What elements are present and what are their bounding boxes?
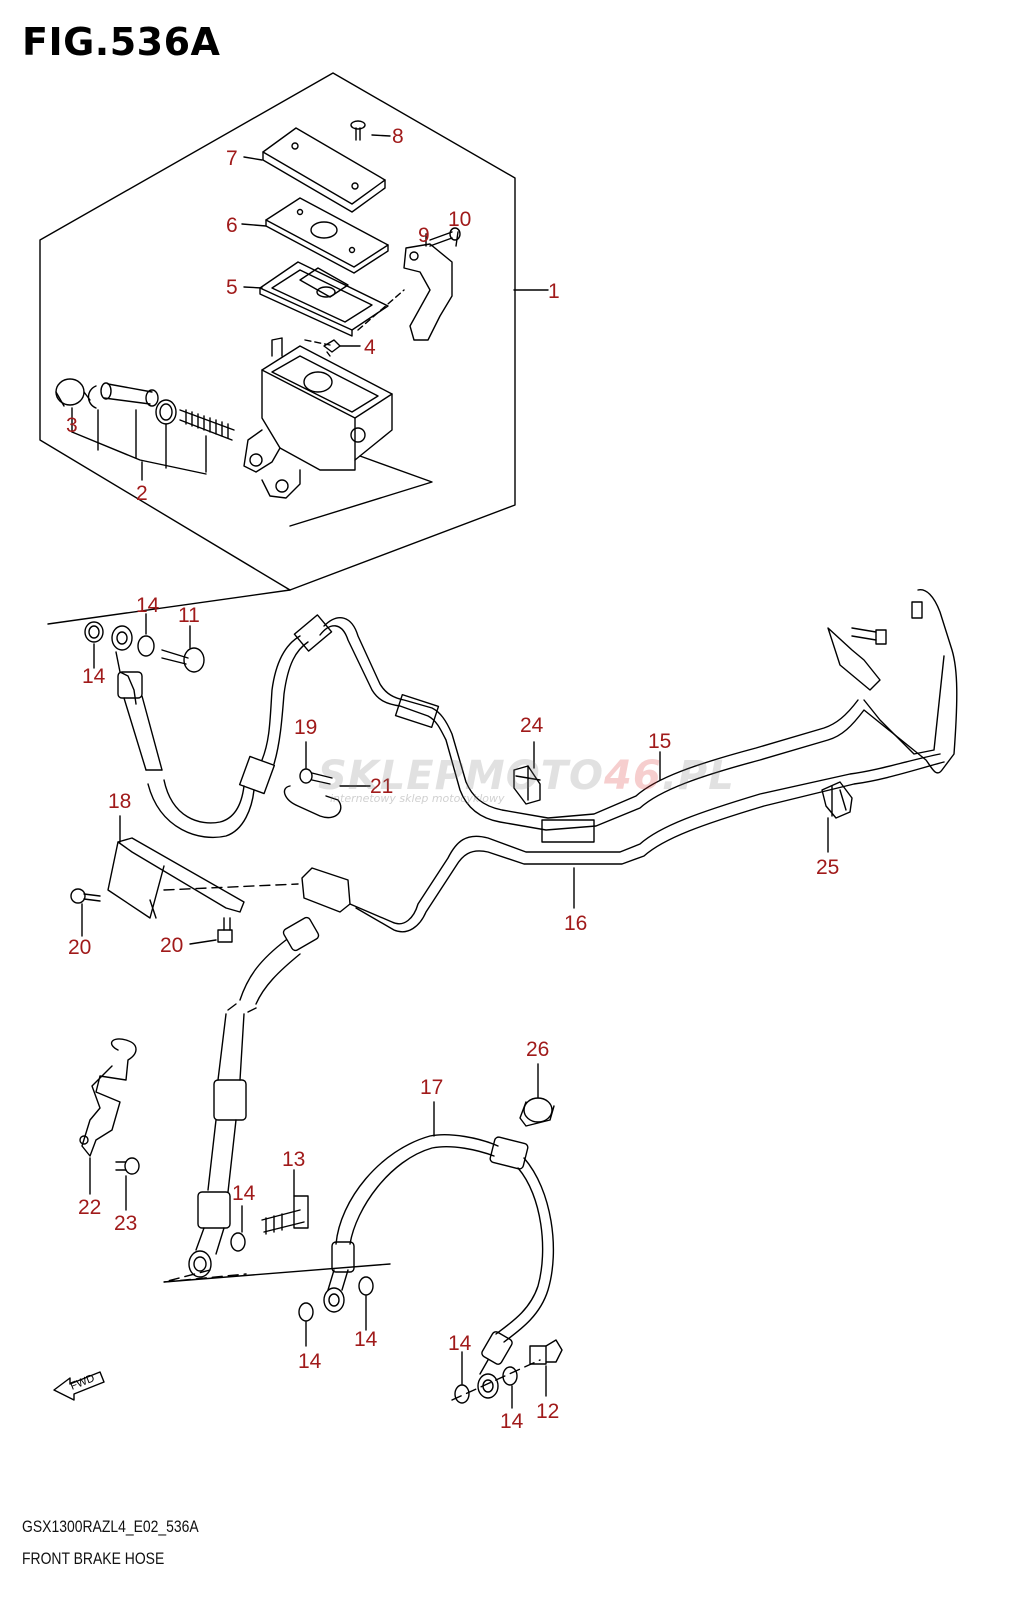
assembly-outline (39, 72, 516, 591)
washer-14-c (230, 1232, 246, 1252)
fwd-arrow-icon (53, 1371, 105, 1401)
callout-14e: 14 (354, 1328, 378, 1351)
clamp-26 (519, 1097, 555, 1127)
callout-14f: 14 (448, 1332, 472, 1355)
callout-9: 9 (418, 224, 430, 247)
washer-14-e (358, 1276, 374, 1296)
master-cylinder-body (243, 337, 433, 527)
callout-18: 18 (108, 790, 131, 813)
watermark-accent: 46 (604, 753, 662, 799)
callout-11: 11 (178, 604, 200, 627)
callout-24: 24 (520, 714, 544, 737)
callout-14b: 14 (82, 665, 106, 688)
figure-caption: FRONT BRAKE HOSE (22, 1549, 165, 1568)
callout-13: 13 (282, 1148, 305, 1171)
bolt-23 (115, 1157, 140, 1175)
brake-line-15 (293, 589, 958, 843)
diaphragm-plate (265, 197, 389, 274)
callout-19: 19 (294, 716, 317, 739)
clamp-22 (79, 1038, 137, 1157)
callout-20b: 20 (160, 934, 183, 957)
bolt-20b (217, 917, 233, 943)
clamp-21 (283, 785, 342, 819)
hose-upper-left (84, 621, 309, 839)
callout-22: 22 (78, 1196, 101, 1219)
callout-6: 6 (226, 214, 238, 237)
watermark-subtext: internetowy sklep motocyklowy (330, 792, 505, 805)
figure-title: FIG.536A (22, 20, 221, 64)
callout-4: 4 (364, 336, 376, 359)
callout-17: 17 (420, 1076, 443, 1099)
hose-lower-left (188, 916, 320, 1278)
junction-block (301, 753, 945, 933)
callout-25: 25 (816, 856, 839, 879)
callout-10: 10 (448, 208, 471, 231)
callout-3: 3 (66, 414, 78, 437)
clamp-bolt-19 (299, 768, 333, 785)
figure-code: GSX1300RAZL4_E02_536A (22, 1517, 199, 1536)
callout-15: 15 (648, 730, 671, 753)
watermark: SKLEPMOTO46.PL (318, 753, 735, 799)
washer-14-f (454, 1384, 470, 1404)
clamp-25 (821, 781, 853, 819)
callout-8: 8 (392, 125, 404, 148)
holder-bolt (429, 227, 461, 247)
callout-numbers: 1 2 3 4 5 6 7 8 9 10 11 12 13 14 14 14 1… (66, 125, 839, 1433)
callout-5: 5 (226, 276, 238, 299)
callout-23: 23 (114, 1212, 137, 1235)
banjo-bolt-12 (529, 1339, 563, 1365)
washer-14-d (298, 1302, 314, 1322)
leader-lines (71, 134, 829, 1409)
cover-screw (350, 120, 366, 141)
callout-2: 2 (136, 482, 148, 505)
callout-26: 26 (526, 1038, 549, 1061)
hose-17 (323, 1134, 555, 1399)
bolt-20a (70, 888, 101, 904)
callout-14g: 14 (500, 1410, 524, 1433)
bracket-18 (107, 837, 245, 919)
bleeder-clip (323, 339, 341, 357)
callout-14c: 14 (232, 1182, 256, 1205)
callout-14a: 14 (136, 594, 160, 617)
callout-20a: 20 (68, 936, 91, 959)
callout-16: 16 (564, 912, 587, 935)
piston-set (55, 378, 235, 475)
callout-7: 7 (226, 147, 238, 170)
watermark-suffix: .PL (661, 753, 735, 799)
master-cylinder-holder (403, 243, 453, 341)
washer-14-g (502, 1366, 518, 1386)
assembly-leader (47, 589, 291, 625)
callout-14d: 14 (298, 1350, 322, 1373)
callout-21: 21 (370, 775, 393, 798)
clamp-24 (513, 765, 541, 805)
diaphragm (259, 261, 389, 337)
callout-12: 12 (536, 1400, 559, 1423)
reservoir-cover (262, 127, 386, 213)
watermark-main: SKLEPMOTO (318, 753, 605, 799)
banjo-bolt-13 (261, 1195, 309, 1235)
callout-1: 1 (548, 280, 560, 303)
